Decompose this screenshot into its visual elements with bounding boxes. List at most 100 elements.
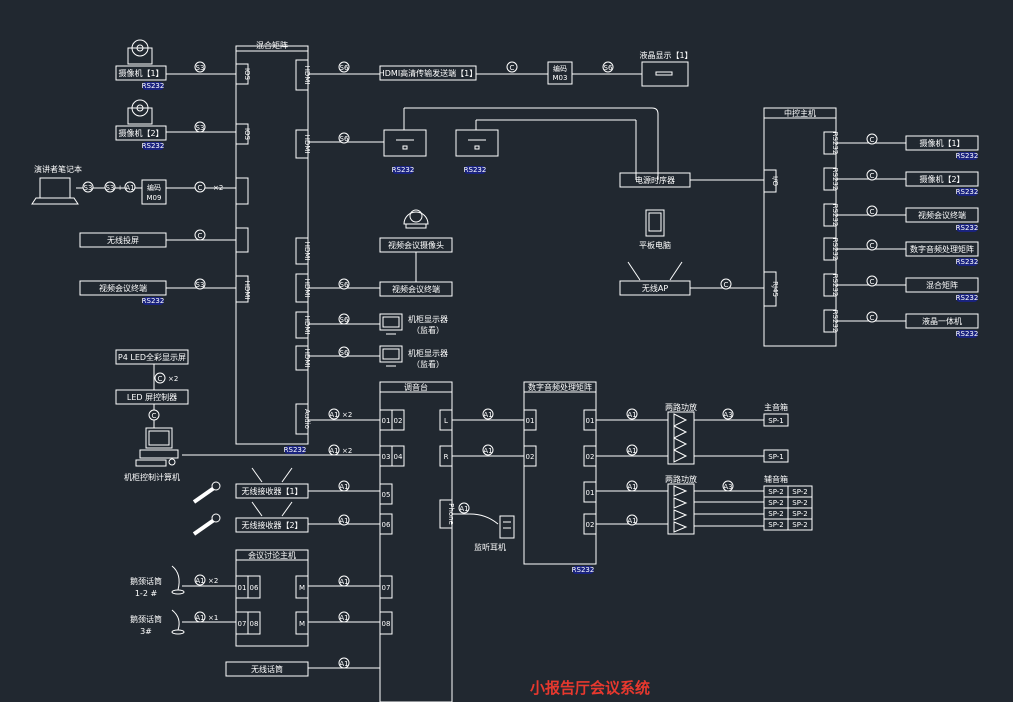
svg-text:S3: S3 [196,281,205,289]
svg-text:RS232: RS232 [956,152,979,160]
svg-text:C: C [870,136,875,144]
amp1-label: 两路功放 [665,402,697,412]
svg-text:A1: A1 [339,517,348,525]
conf-terminal-label: 视频会议终端 [99,283,147,293]
tag-x2: ×2 [213,184,223,192]
tag-c: C [866,275,878,287]
diagram-title: 小报告厅会议系统 [530,679,650,697]
wires [76,73,906,669]
camera1-label: 摄像机【1】 [118,68,163,78]
ptz-camera-icon [127,99,153,125]
dsp-label: 数字音频处理矩阵 [528,382,592,392]
handheld-mic-icon [192,481,221,504]
led-display-label: P4 LED全彩显示屏 [118,352,186,362]
port-m: M [299,584,305,592]
tag-c: C [194,181,206,193]
wmic1-label: 无线接收器【1】 [241,486,302,496]
tag-c: C [866,169,878,181]
m03-device: 编码 M03 [547,61,573,85]
port-in02: 02 [394,417,403,425]
tag-plus: + [117,184,123,192]
tag-a1: A1 [482,444,494,456]
tag-c: C [866,239,878,251]
svg-text:A1: A1 [339,578,348,586]
port-phone: Phone [447,503,455,525]
speakers-main: 主音箱 SP-1 SP-1 [763,402,789,463]
svg-text:A1: A1 [195,577,204,585]
tag-s3: S3 [82,181,94,193]
sp2-label: SP-2 [792,510,808,518]
gooseneck-a: 鹅颈话筒 1-2 # [130,565,185,598]
cc-outputs: 摄像机【1】 摄像机【2】 视频会议终端 数字音频处理矩阵 混合矩阵 液晶一体机 [905,135,979,329]
svg-text:S6: S6 [340,64,349,72]
vc-camera-device: 视频会议摄像头 [379,209,453,253]
rs232-badge: RS232 [142,297,164,305]
tag-x2: ×2 [342,447,352,455]
headphone-label: 监听耳机 [474,542,506,552]
cabinet-pc-label: 机柜控制计算机 [124,472,180,482]
svg-text:C: C [870,278,875,286]
tag-c-x2: ×2 [168,375,178,383]
port-in01: 01 [586,489,595,497]
svg-text:S6: S6 [604,64,613,72]
camera1-device: 摄像机【1】 [115,39,167,81]
monitor-a-label: 机柜显示器 [408,314,448,324]
port-in08: 08 [250,620,259,628]
svg-text:C: C [870,208,875,216]
monitor-b-sub: （监看） [412,359,444,369]
svg-text:A3: A3 [723,411,732,419]
svg-text:A1: A1 [329,411,338,419]
svg-text:A1: A1 [483,411,492,419]
port-l: L [444,417,448,425]
dsp-block: 数字音频处理矩阵 [523,381,597,565]
port-in04: 04 [394,453,403,461]
matrix-right-ports [295,59,309,435]
port-rj45: RJ45 [771,281,779,297]
port-in02: 02 [586,453,595,461]
port-hdmi: HDMI [303,279,311,298]
mixer-label: 调音台 [404,382,428,392]
tag-s6: S6 [338,132,350,144]
camera2-label: 摄像机【2】 [118,128,163,138]
rs232-badge: RS232 [956,294,978,302]
wireless-ap-device: 无线AP [619,261,691,296]
svg-text:C: C [870,172,875,180]
wireless-ap-label: 无线AP [642,283,668,293]
tag-a1: A1 [626,444,638,456]
display1-device: 液晶显示【1】 [639,50,693,87]
tag-s3: S3 [194,121,206,133]
central-control-block: 中控主机 [763,107,837,347]
port-in05: 05 [382,491,391,499]
camera2-device: 摄像机【2】 [115,99,167,141]
codec-box-icon [455,129,499,157]
rs232-badge: RS232 [284,446,306,454]
svg-text:S6: S6 [340,349,349,357]
port-io: I/O [771,176,779,186]
monitor-a-sub: （监看） [412,325,444,335]
port-in07: 07 [238,620,247,628]
wireless-share-device: 无线投屏 [79,232,167,248]
rs232-badge: RS232 [956,224,978,232]
cc-out1-label: 摄像机【1】 [919,138,964,148]
port-in01: 01 [382,417,391,425]
tag-x1: ×1 [208,614,218,622]
tag-a1: A1 [328,444,340,456]
cc-out4-label: 数字音频处理矩阵 [910,244,974,254]
svg-text:A1: A1 [329,447,338,455]
wmic2-device: 无线接收器【2】 [192,501,309,536]
svg-text:A1: A1 [195,614,204,622]
tablet-device: 平板电脑 [639,209,671,250]
amp1-device: 两路功放 [665,402,697,465]
tag-a1: A1 [626,408,638,420]
svg-text:C: C [152,412,157,420]
sp1b-label: SP-1 [768,453,784,461]
svg-text:A1: A1 [627,483,636,491]
svg-text:C: C [158,375,163,383]
amp2-device: 两路功放 [665,474,697,535]
laptop-icon [31,177,79,205]
led-controller-label: LED 屏控制器 [127,392,177,402]
rs232-badge: RS232 [956,188,978,196]
tv-icon [641,61,689,87]
tag-a1: A1 [338,514,350,526]
rs232-badge: RS232 [392,166,414,174]
